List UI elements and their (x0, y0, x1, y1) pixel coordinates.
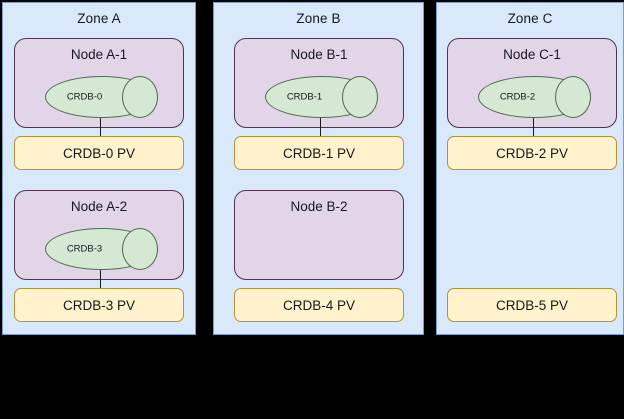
database-crdb-3[interactable]: CRDB-3 (45, 228, 158, 270)
volume-crdb-0-pv-label: CRDB-0 PV (62, 145, 135, 161)
volume-crdb-5-pv-label: CRDB-5 PV (495, 297, 568, 313)
database-crdb-2[interactable]: CRDB-2 (478, 76, 591, 118)
zone-separator-a-b (196, 0, 213, 419)
database-crdb-1-label: CRDB-1 (286, 91, 323, 103)
node-a-2-title: Node A-2 (70, 199, 128, 214)
connector-crdb-0-to-pv (100, 118, 101, 137)
cylinder-end-cap (555, 76, 591, 118)
left-letterbox (0, 0, 2, 419)
zone-c-title: Zone C (507, 11, 553, 26)
volume-crdb-3-pv-label: CRDB-3 PV (62, 297, 135, 313)
volume-crdb-1-pv[interactable]: CRDB-1 PV (234, 136, 404, 170)
database-crdb-0-label: CRDB-0 (66, 91, 103, 103)
database-crdb-1[interactable]: CRDB-1 (265, 76, 378, 118)
node-c-1-title: Node C-1 (503, 47, 561, 62)
connector-crdb-1-to-pv (320, 118, 321, 137)
volume-crdb-4-pv-label: CRDB-4 PV (282, 297, 355, 313)
zone-separator-b-c (424, 0, 436, 419)
connector-crdb-2-to-pv (533, 118, 534, 137)
volume-crdb-4-pv[interactable]: CRDB-4 PV (234, 288, 404, 322)
volume-crdb-1-pv-label: CRDB-1 PV (282, 145, 355, 161)
bottom-letterbox (0, 335, 624, 419)
cylinder-end-cap (122, 228, 158, 270)
volume-crdb-2-pv-label: CRDB-2 PV (495, 145, 568, 161)
zone-a-title: Zone A (77, 11, 121, 26)
database-crdb-0[interactable]: CRDB-0 (45, 76, 158, 118)
volume-crdb-2-pv[interactable]: CRDB-2 PV (447, 136, 617, 170)
cylinder-end-cap (122, 76, 158, 118)
volume-crdb-0-pv[interactable]: CRDB-0 PV (14, 136, 184, 170)
node-a-1-title: Node A-1 (70, 47, 128, 62)
volume-crdb-5-pv[interactable]: CRDB-5 PV (447, 288, 617, 322)
node-b-2[interactable]: Node B-2 (234, 190, 404, 280)
node-b-1-title: Node B-1 (290, 47, 348, 62)
connector-crdb-3-to-pv (100, 270, 101, 289)
node-b-2-title: Node B-2 (290, 199, 348, 214)
cylinder-end-cap (342, 76, 378, 118)
database-crdb-2-label: CRDB-2 (499, 91, 536, 103)
volume-crdb-3-pv[interactable]: CRDB-3 PV (14, 288, 184, 322)
database-crdb-3-label: CRDB-3 (66, 243, 103, 255)
zone-b-title: Zone B (296, 11, 341, 26)
